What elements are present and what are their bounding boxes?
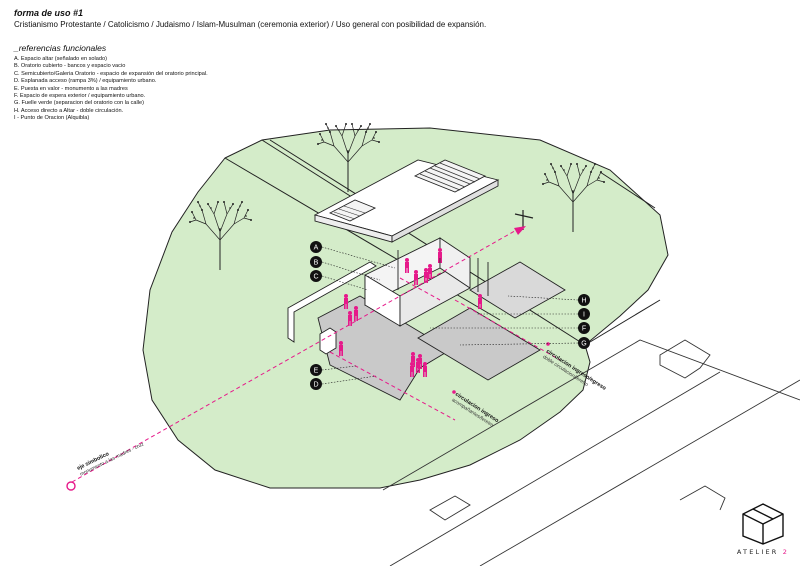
marker-c: C xyxy=(310,270,322,282)
reference-item-e: E. Puesta en valor - monumento a las mad… xyxy=(14,85,128,92)
svg-text:E: E xyxy=(314,368,319,375)
reference-item-c: C. Semicubierto/Galeria Oratorio - espac… xyxy=(14,70,208,77)
marker-d: D xyxy=(310,378,322,390)
axis-annotation: eje simbolico monumento a las madres - c… xyxy=(76,441,145,477)
header: forma de uso #1 Cristianismo Protestante… xyxy=(14,8,614,30)
references-heading: _referencias funcionales xyxy=(14,43,107,53)
marker-leaders xyxy=(321,246,579,385)
reference-item-h: H. Acceso directo a Altar - doble circul… xyxy=(14,107,124,114)
svg-text:C: C xyxy=(313,274,318,281)
axis-arrow-icon xyxy=(514,226,526,235)
circulation-node xyxy=(452,390,456,394)
svg-text:A: A xyxy=(314,245,319,252)
circulation-lines xyxy=(71,227,561,483)
marker-g: G xyxy=(578,337,590,349)
svg-text:D: D xyxy=(313,382,318,389)
atelier-logo: ATELIER 2 xyxy=(730,500,796,562)
logo-text: ATELIER 2 xyxy=(736,548,790,556)
low-wall xyxy=(287,261,377,343)
marker-a: A xyxy=(310,241,322,253)
page-title: forma de uso #1 xyxy=(14,8,84,18)
marker-e: E xyxy=(310,364,322,376)
waiting-space-paving xyxy=(417,307,541,381)
reference-item-i: I - Punto de Oracion (Alquibla) xyxy=(14,115,90,122)
svg-text:I: I xyxy=(583,312,585,319)
reference-item-g: G. Fuelle verde (separacion del oratorio… xyxy=(14,100,144,107)
floating-roof xyxy=(313,159,500,243)
marker-b: B xyxy=(310,256,322,268)
axis-origin-icon xyxy=(66,481,76,491)
reference-item-b: B. Oratorio cubierto - bancos y espacio … xyxy=(14,63,126,70)
access-paving xyxy=(469,261,566,319)
marker-f: F xyxy=(578,322,590,334)
marker-h: H xyxy=(578,294,590,306)
references-list: A. Espacio altar (señalado en solado) B.… xyxy=(14,56,334,123)
page-subtitle: Cristianismo Protestante / Catolicismo /… xyxy=(14,20,487,29)
svg-text:H: H xyxy=(581,298,586,305)
monument xyxy=(319,327,337,355)
references-legend: _referencias funcionales A. Espacio alta… xyxy=(14,43,334,123)
street-lines xyxy=(382,339,800,566)
reference-item-f: F. Espacio de espera exterior / equipami… xyxy=(14,93,146,100)
cube-logo-icon xyxy=(742,503,784,545)
reference-item-d: D. Esplanada acceso (rampa 3%) / equipam… xyxy=(14,78,157,85)
circulation-node xyxy=(546,342,550,346)
svg-text:B: B xyxy=(314,260,319,267)
svg-text:G: G xyxy=(581,341,586,348)
marker-i: I xyxy=(578,308,590,320)
oratory-structure xyxy=(364,237,489,327)
reference-item-a: A. Espacio altar (señalado en solado) xyxy=(14,56,107,62)
svg-text:F: F xyxy=(582,326,586,333)
